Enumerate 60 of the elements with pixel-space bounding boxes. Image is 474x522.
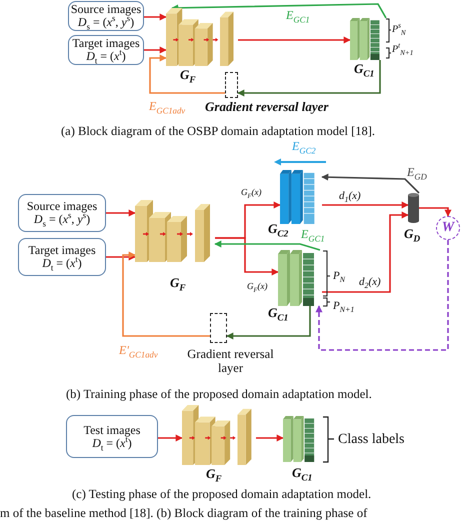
edge-label: E$_{GC1adv}$ (148, 100, 186, 114)
arrow (106, 254, 136, 260)
arrow (321, 174, 420, 194)
edge-label: d$_{1}$(x) (338, 190, 362, 202)
edge-label: G$_{F}$(x) (246, 282, 268, 292)
block-label: G$_{F}$ (180, 68, 196, 82)
box-title: Test images (84, 424, 140, 436)
arrow (322, 212, 409, 293)
block-label: G$_{C2}$ (268, 222, 288, 236)
arrow (256, 434, 284, 442)
reversal-layer-box (225, 72, 238, 98)
arrow (214, 240, 320, 251)
formula: D$_{s}$ = (x$^{s}$, y$^{s}$) (34, 213, 90, 226)
caption: (c) Testing phase of the proposed domain adaptation model. (72, 487, 372, 502)
block-label: G$_{F}$ (206, 467, 222, 481)
box-title: Target images (28, 244, 96, 257)
output-label: P$_{N}$ (333, 270, 346, 283)
formula: D$_{t}$ = (x$^{t}$) (86, 50, 126, 63)
edge-label: E$_{GC1}$ (300, 228, 326, 242)
block-label: G$_{C1}$ (292, 466, 312, 480)
block-label: G$_{C1}$ (354, 62, 374, 76)
formula: D$_{t}$ = (x$^{t}$) (42, 257, 82, 270)
block-label: G$_{C1}$ (268, 306, 288, 320)
arrow (238, 36, 351, 44)
output-label: P$_{N+1}$ (333, 300, 354, 313)
arrow (419, 207, 452, 217)
arrow (144, 46, 167, 54)
block-label: G$_{F}$ (170, 276, 186, 290)
output-label: E$_{GC2}$ (292, 140, 316, 154)
discriminator-cylinder (408, 193, 419, 223)
arrow (149, 54, 225, 94)
arrow (158, 434, 183, 442)
reversal-layer-box (210, 313, 227, 343)
box-title: Target images (72, 37, 140, 50)
arrow (122, 252, 210, 337)
edge-label: E$_{GD}$ (406, 166, 428, 180)
formula: D$_{s}$ = (x$^{s}$, y$^{s}$) (78, 16, 134, 29)
weight-circle: W (436, 216, 460, 240)
arrow (237, 60, 381, 96)
arrow (322, 202, 409, 208)
edge-label: E'$_{GC1adv}$ (118, 344, 159, 358)
edge-label: d$_{2}$(x) (358, 276, 382, 288)
arrow (144, 14, 167, 20)
arrow (106, 210, 136, 216)
arrow (316, 240, 449, 351)
edge-label: G$_{F}$(x) (240, 188, 262, 198)
caption: (b) Training phase of the proposed domain adaptation model. (66, 387, 372, 402)
formula: D$_{t}$ = (x$^{t}$) (92, 436, 132, 450)
arrow (215, 237, 279, 276)
caption: m of the baseline method [18]. (b) Block diagram of the training phase of (0, 506, 368, 520)
block-label: G$_{D}$ (404, 227, 420, 241)
block-label: Gradient reversal layer (205, 100, 328, 114)
edge-label: E$_{GC1}$ (285, 9, 311, 22)
arrow (171, 3, 387, 18)
box-title: Source images (70, 3, 142, 16)
caption: Class labels (338, 432, 404, 448)
layer-label: Gradient reversal layer (186, 347, 275, 375)
box-title: Source images (26, 200, 98, 213)
arrow (226, 306, 311, 340)
caption: (a) Block diagram of the OSBP domain adaptation model [18]. (61, 124, 376, 138)
